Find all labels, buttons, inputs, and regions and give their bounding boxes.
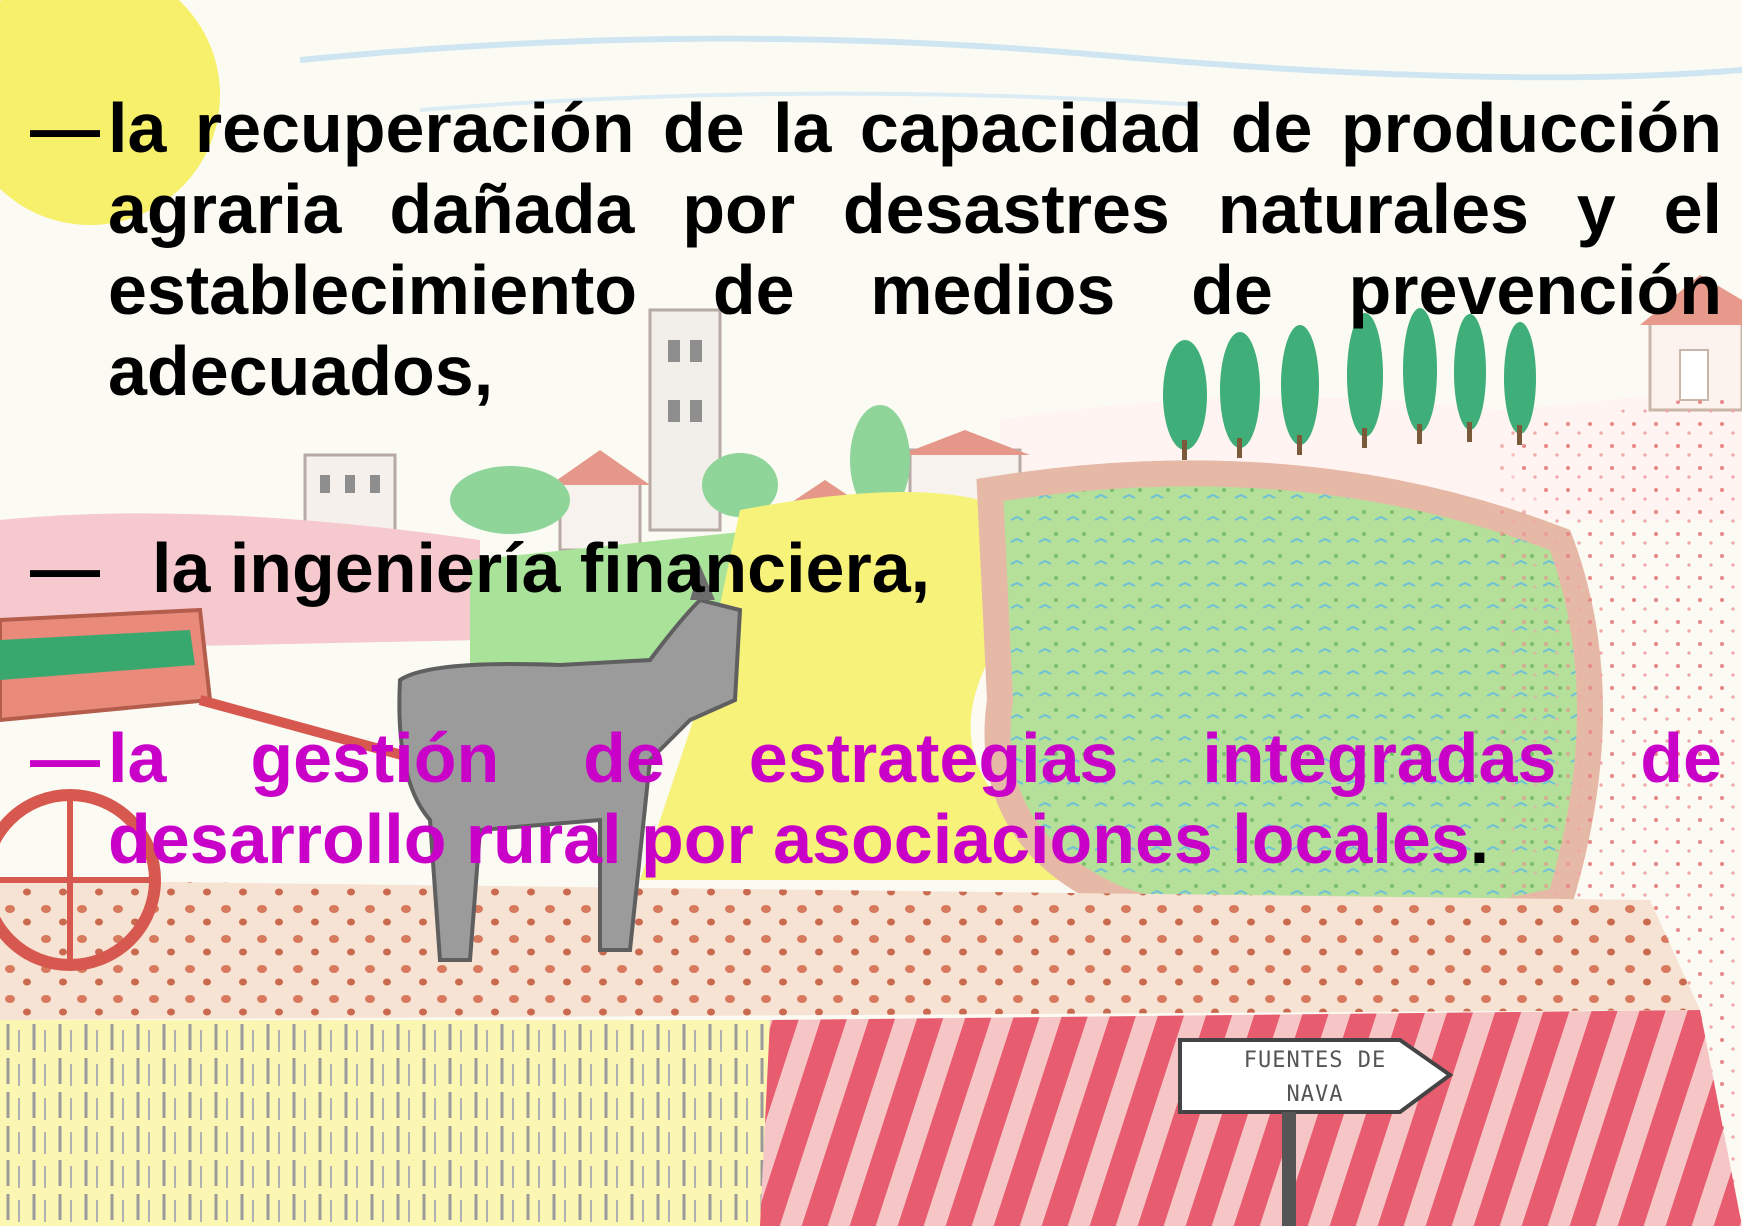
bullet-text: la recuperación de la capacidad de produ… bbox=[108, 89, 1722, 410]
road-sign-line-1: FUENTES DE bbox=[1243, 1048, 1387, 1073]
house-icon bbox=[1640, 275, 1742, 412]
tree-row bbox=[1163, 308, 1536, 460]
tree-icon bbox=[1281, 325, 1319, 455]
tree-icon bbox=[1220, 332, 1260, 458]
bullet-text-highlight: la gestión de estrategias integradas de … bbox=[108, 719, 1722, 878]
cart-icon bbox=[0, 607, 422, 971]
sun-icon bbox=[0, 0, 220, 225]
house-icon bbox=[550, 450, 650, 552]
road-sign-icon bbox=[1178, 1038, 1454, 1226]
tree-icon bbox=[1163, 340, 1207, 460]
bullet-text: la ingeniería financiera, bbox=[152, 529, 931, 607]
bullet-item-1: — la recuperación de la capacidad de pro… bbox=[30, 88, 1722, 412]
bullet-item-3: — la gestión de estrategias integradas d… bbox=[30, 718, 1722, 880]
bullet-item-2: — la ingeniería financiera, bbox=[30, 528, 1722, 609]
bullet-dash: — bbox=[30, 719, 100, 797]
road-sign-label: FUENTES DE NAVA bbox=[1180, 1044, 1450, 1112]
bullet-dash: — bbox=[30, 89, 100, 167]
tree-icon bbox=[1347, 313, 1383, 448]
tree-icon bbox=[1454, 314, 1486, 442]
bullet-dash: — bbox=[30, 529, 100, 607]
bullet-period: . bbox=[1469, 800, 1490, 878]
tree-icon bbox=[1403, 308, 1437, 444]
donkey-icon bbox=[397, 565, 743, 962]
road-sign-line-2: NAVA bbox=[1286, 1082, 1344, 1107]
